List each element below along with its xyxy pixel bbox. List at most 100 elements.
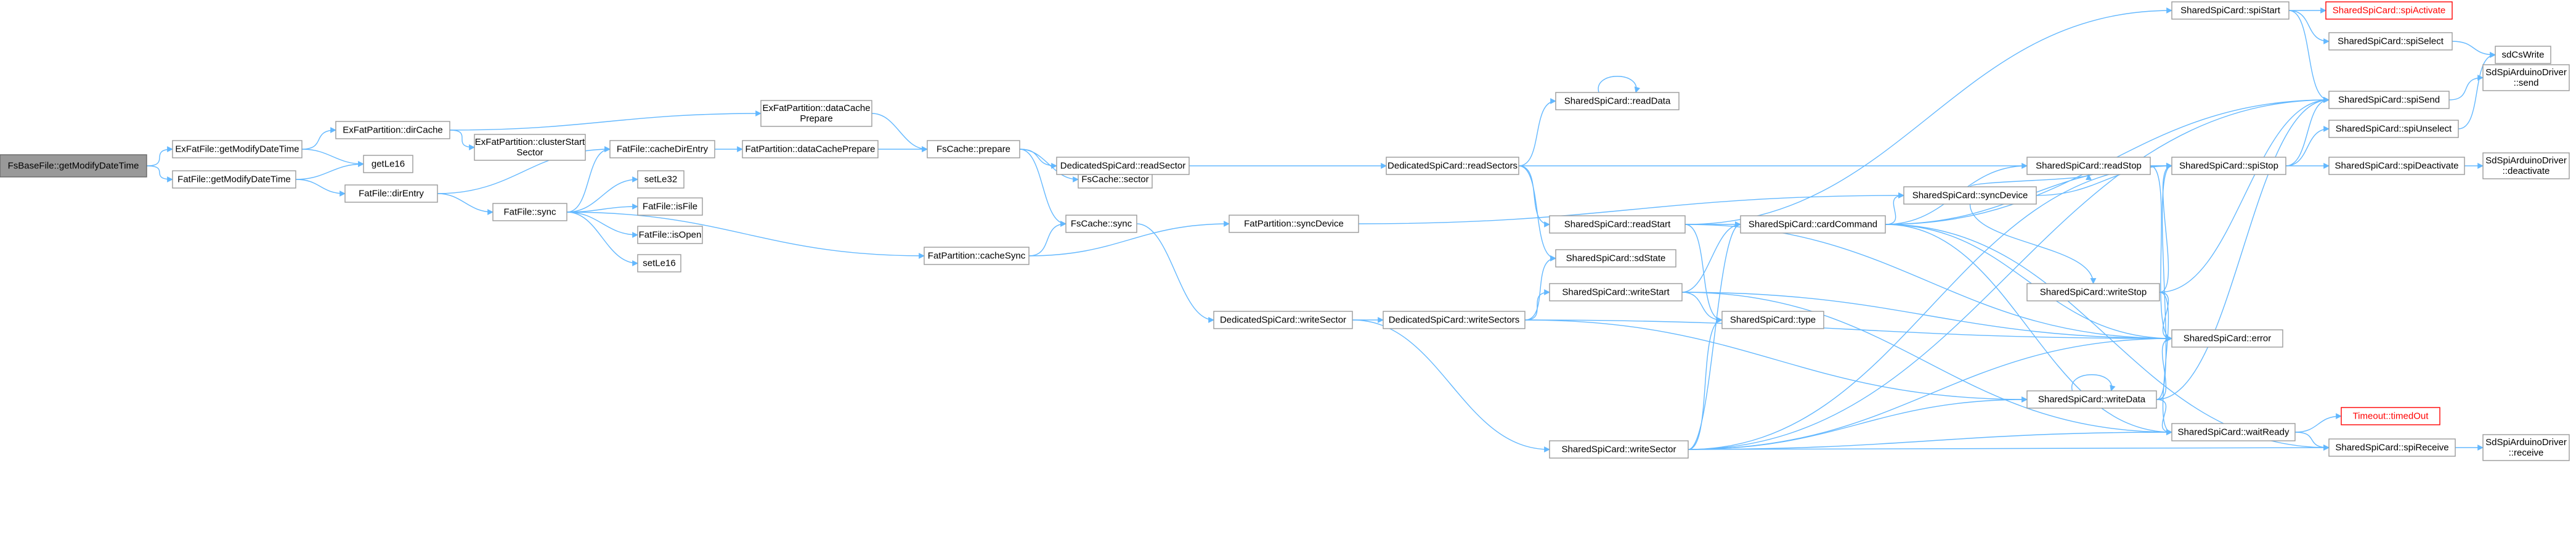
node-sharedspicard-spistart[interactable]: SharedSpiCard::spiStart — [2171, 1, 2290, 20]
node-box[interactable] — [1549, 215, 1686, 234]
node-fatfile-cachedirentry[interactable]: FatFile::cacheDirEntry — [609, 140, 715, 158]
node-box[interactable] — [1721, 311, 1824, 329]
node-box[interactable] — [1549, 440, 1689, 459]
node-box[interactable] — [1555, 249, 1676, 268]
node-sharedspicard-spiunselect[interactable]: SharedSpiCard::spiUnselect — [2328, 120, 2459, 138]
node-box[interactable] — [1383, 311, 1526, 329]
node-sharedspicard-sdstate[interactable]: SharedSpiCard::sdState — [1555, 249, 1676, 268]
node-sdspiarduinodriver-receive[interactable]: SdSpiArduinoDriver::receive — [2482, 434, 2570, 461]
node-box[interactable] — [492, 203, 567, 221]
node-box[interactable] — [2328, 120, 2459, 138]
node-box[interactable] — [2341, 407, 2440, 425]
node-sharedspicard-spireceive[interactable]: SharedSpiCard::spiReceive — [2328, 438, 2456, 457]
node-exfatfile-getmodifydatetime[interactable]: ExFatFile::getModifyDateTime — [172, 140, 303, 158]
node-box[interactable] — [2495, 46, 2551, 64]
node-dedicatedspicard-writesector[interactable]: DedicatedSpiCard::writeSector — [1213, 311, 1353, 329]
node-box[interactable] — [927, 140, 1020, 158]
node-fscache-sync[interactable]: FsCache::sync — [1065, 215, 1137, 233]
node-box[interactable] — [2171, 423, 2296, 441]
node-box[interactable] — [172, 140, 303, 158]
node-box[interactable] — [609, 140, 715, 158]
node-sharedspicard-writedata[interactable]: SharedSpiCard::writeData — [2026, 390, 2157, 409]
node-box[interactable] — [2026, 283, 2160, 301]
node-box[interactable] — [474, 134, 586, 161]
node-box[interactable] — [335, 121, 450, 139]
node-fatfile-sync[interactable]: FatFile::sync — [492, 203, 567, 221]
node-box[interactable] — [1386, 157, 1519, 175]
node-box[interactable] — [1740, 215, 1886, 234]
node-sharedspicard-error[interactable]: SharedSpiCard::error — [2171, 329, 2283, 348]
node-box[interactable] — [1549, 283, 1683, 301]
node-fscache-prepare[interactable]: FsCache::prepare — [927, 140, 1020, 158]
node-fatfile-isfile[interactable]: FatFile::isFile — [637, 197, 703, 216]
node-sharedspicard-waitready[interactable]: SharedSpiCard::waitReady — [2171, 423, 2296, 441]
node-exfatpartition-dircache[interactable]: ExFatPartition::dirCache — [335, 121, 450, 139]
node-fatpartition-datacacheprepare[interactable]: FatPartition::dataCachePrepare — [742, 140, 879, 158]
node-box[interactable] — [1056, 157, 1190, 175]
edge-n32-to-n37 — [2150, 165, 2172, 342]
node-box[interactable] — [637, 197, 703, 216]
node-box[interactable] — [172, 170, 296, 189]
node-fatpartition-cachesync[interactable]: FatPartition::cacheSync — [924, 247, 1030, 265]
node-box[interactable] — [2328, 438, 2456, 457]
node-box[interactable] — [637, 254, 681, 272]
node-sharedspicard-readstart[interactable]: SharedSpiCard::readStart — [1549, 215, 1686, 234]
node-sharedspicard-cardcommand[interactable]: SharedSpiCard::cardCommand — [1740, 215, 1886, 234]
node-sharedspicard-readdata[interactable]: SharedSpiCard::readData — [1555, 92, 1680, 110]
node-box[interactable] — [742, 140, 879, 158]
node-box[interactable] — [2325, 1, 2453, 20]
node-fatpartition-syncdevice[interactable]: FatPartition::syncDevice — [1229, 215, 1359, 233]
node-box[interactable] — [760, 100, 872, 127]
node-sdspiarduinodriver-deactivate[interactable]: SdSpiArduinoDriver::deactivate — [2482, 152, 2570, 179]
node-box[interactable] — [1213, 311, 1353, 329]
node-box[interactable] — [1065, 215, 1137, 233]
node-sharedspicard-spiselect[interactable]: SharedSpiCard::spiSelect — [2328, 32, 2453, 51]
node-label: ExFatPartition::dataCache — [762, 103, 870, 113]
node-box[interactable] — [2482, 152, 2570, 179]
node-sharedspicard-readstop[interactable]: SharedSpiCard::readStop — [2026, 157, 2151, 175]
node-sharedspicard-type[interactable]: SharedSpiCard::type — [1721, 311, 1824, 329]
node-box[interactable] — [0, 154, 147, 178]
node-box[interactable] — [1555, 92, 1680, 110]
node-box[interactable] — [2482, 64, 2570, 91]
node-box[interactable] — [637, 170, 685, 189]
node-sharedspicard-spistop[interactable]: SharedSpiCard::spiStop — [2171, 157, 2286, 175]
node-setle32[interactable]: setLe32 — [637, 170, 685, 189]
node-sharedspicard-spisend[interactable]: SharedSpiCard::spiSend — [2328, 91, 2450, 109]
node-fatfile-direntry[interactable]: FatFile::dirEntry — [344, 184, 438, 203]
node-dedicatedspicard-readsector[interactable]: DedicatedSpiCard::readSector — [1056, 157, 1190, 175]
node-box[interactable] — [1903, 186, 2037, 205]
node-sharedspicard-spideactivate[interactable]: SharedSpiCard::spiDeactivate — [2328, 157, 2465, 175]
node-box[interactable] — [924, 247, 1030, 265]
node-box[interactable] — [637, 226, 703, 244]
node-sharedspicard-writestart[interactable]: SharedSpiCard::writeStart — [1549, 283, 1683, 301]
node-fatfile-getmodifydatetime[interactable]: FatFile::getModifyDateTime — [172, 170, 296, 189]
node-box[interactable] — [2026, 157, 2151, 175]
node-dedicatedspicard-writesectors[interactable]: DedicatedSpiCard::writeSectors — [1383, 311, 1526, 329]
node-box[interactable] — [344, 184, 438, 203]
node-getle16[interactable]: getLe16 — [363, 155, 413, 173]
node-box[interactable] — [2328, 32, 2453, 51]
node-box[interactable] — [2026, 390, 2157, 409]
node-sharedspicard-syncdevice[interactable]: SharedSpiCard::syncDevice — [1903, 186, 2037, 205]
node-box[interactable] — [2482, 434, 2570, 461]
node-sdcswrite[interactable]: sdCsWrite — [2495, 46, 2551, 64]
node-fatfile-isopen[interactable]: FatFile::isOpen — [637, 226, 703, 244]
node-box[interactable] — [2328, 91, 2450, 109]
node-fsbasefile-getmodifydatetime[interactable]: FsBaseFile::getModifyDateTime — [0, 154, 147, 178]
node-box[interactable] — [2171, 1, 2290, 20]
node-setle16[interactable]: setLe16 — [637, 254, 681, 272]
node-box[interactable] — [363, 155, 413, 173]
node-sharedspicard-writesector[interactable]: SharedSpiCard::writeSector — [1549, 440, 1689, 459]
node-box[interactable] — [2328, 157, 2465, 175]
node-sharedspicard-spiactivate[interactable]: SharedSpiCard::spiActivate — [2325, 1, 2453, 20]
node-sdspiarduinodriver-send[interactable]: SdSpiArduinoDriver::send — [2482, 64, 2570, 91]
node-box[interactable] — [2171, 329, 2283, 348]
node-exfatpartition-datacache-prepare[interactable]: ExFatPartition::dataCachePrepare — [760, 100, 872, 127]
node-timeout-timedout[interactable]: Timeout::timedOut — [2341, 407, 2440, 425]
node-box[interactable] — [2171, 157, 2286, 175]
node-box[interactable] — [1229, 215, 1359, 233]
node-dedicatedspicard-readsectors[interactable]: DedicatedSpiCard::readSectors — [1386, 157, 1519, 175]
node-sharedspicard-writestop[interactable]: SharedSpiCard::writeStop — [2026, 283, 2160, 301]
